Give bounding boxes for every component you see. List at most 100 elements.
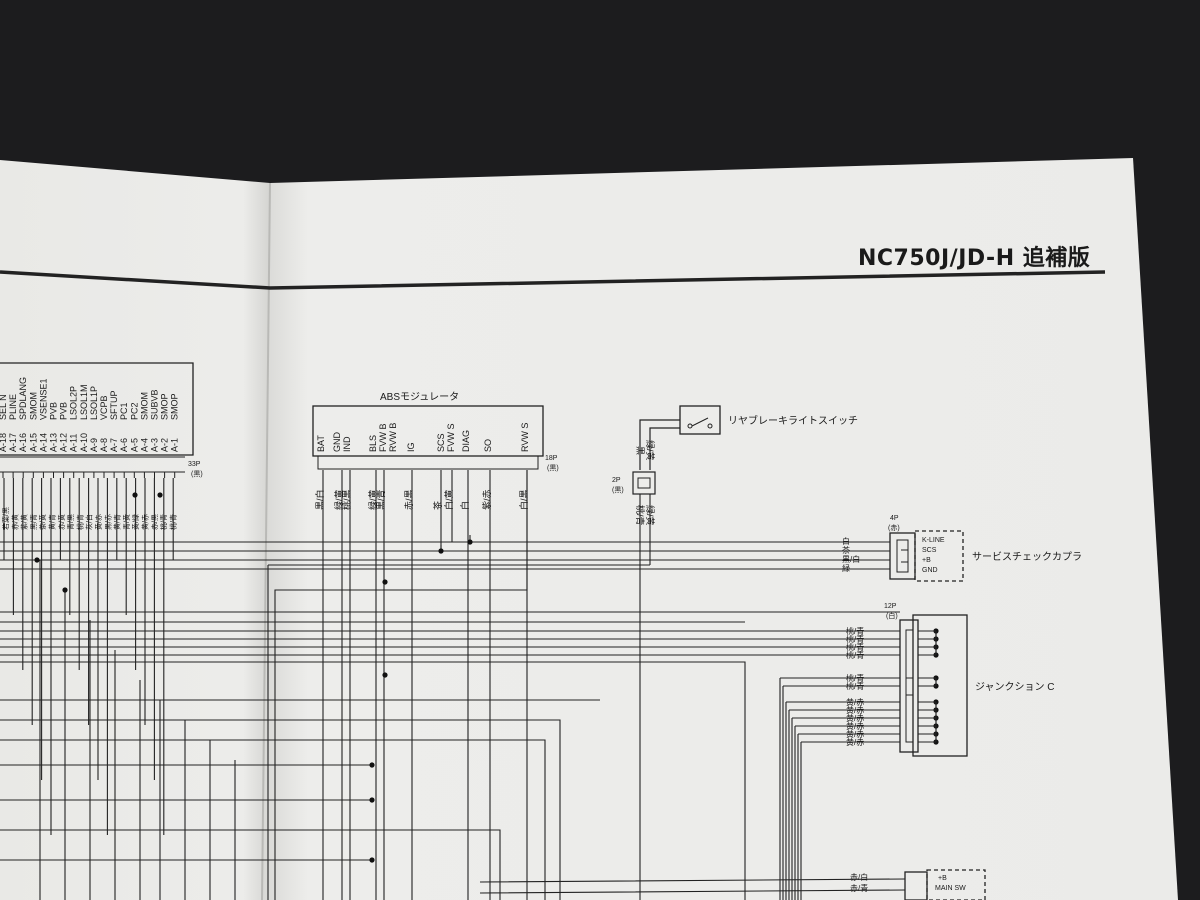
- ecu-wire-color-7: 赤/黄: [57, 514, 66, 530]
- abs-wire-color-8: 白/黄: [443, 489, 454, 510]
- right-page: [262, 158, 1178, 900]
- ecu-wire-color-3: 紫/黄: [20, 514, 29, 530]
- service-wire-color-1: 白: [842, 536, 850, 546]
- rear-switch-wire-2: 緑/黄: [645, 440, 656, 461]
- abs-wire-color-5: 黒/青: [375, 489, 386, 510]
- abs-pin-11: SO: [483, 439, 493, 452]
- ecu-pin-15: A-4: [139, 438, 149, 452]
- ecu-wire-color-9: 桃/青: [75, 514, 84, 530]
- abs-pin-9: FVW S: [446, 424, 456, 453]
- ecu-signal-1: SEL N: [0, 394, 8, 420]
- junction-connector: 12P: [884, 603, 897, 610]
- abs-pin-3: IND: [342, 436, 352, 452]
- ecu-wire-color-4: 黒/青: [29, 514, 38, 530]
- rear-switch-wire-1: 黒: [635, 446, 645, 455]
- ecu-pin-17: A-2: [160, 438, 170, 452]
- abs-title: ABSモジュレータ: [380, 391, 459, 403]
- main-sw-pin-1: +B: [938, 875, 947, 882]
- ecu-wire-color-1: 若葉/黒: [1, 507, 10, 530]
- service-wire-color-2: 茶: [842, 545, 850, 555]
- abs-wire-color-6: 赤/黒: [404, 489, 414, 510]
- service-connector-color: (赤): [888, 524, 900, 532]
- ecu-pin-18: A-1: [170, 438, 180, 452]
- junction-label: ジャンクション C: [975, 681, 1055, 693]
- ecu-pin-11: A-8: [99, 438, 109, 452]
- abs-wire-color-4: 緑/黄: [367, 489, 378, 510]
- ecu-pin-4: A-15: [28, 433, 38, 452]
- ecu-pin-10: A-9: [89, 438, 99, 452]
- ecu-pin-12: A-7: [109, 438, 119, 452]
- ecu-signal-14: PC2: [129, 402, 139, 420]
- rear-switch-connector-color: (黒): [612, 486, 624, 494]
- service-pin-3: +B: [922, 557, 931, 564]
- abs-pin-1: BAT: [316, 435, 326, 452]
- ecu-signal-6: PVB: [49, 402, 59, 420]
- ecu-wire-color-8: 青/黒: [66, 514, 75, 530]
- abs-connector-color: (黒): [547, 464, 559, 472]
- main-switch: +B MAIN SW 赤/白 赤/青: [479, 869, 986, 900]
- abs-wire-color-11: 白/黒: [518, 489, 529, 510]
- service-label: サービスチェックカプラ: [972, 551, 1082, 563]
- ecu-connector-label: 33P: [188, 461, 201, 468]
- main-sw-pin-2: MAIN SW: [935, 885, 966, 892]
- abs-pin-8: SCS: [436, 433, 446, 452]
- ecu-signal-12: SFTUP: [109, 390, 119, 420]
- abs-connector-label: 18P: [545, 455, 558, 462]
- ecu-signal-5: VSENSE1: [38, 378, 48, 420]
- service-wire-color-3: 黒/白: [842, 554, 860, 564]
- service-wire-color-4: 緑: [842, 563, 850, 573]
- ecu-pin-7: A-12: [59, 433, 69, 452]
- ecu-signal-13: PC1: [119, 402, 129, 420]
- ecu-signal-18: SMOP: [170, 393, 180, 420]
- service-check-coupler: 4P (赤) K-LINE SCS +B GND サービスチェックカプラ 白茶黒/白緑: [842, 515, 1082, 582]
- main-sw-wire-2: 赤/青: [850, 883, 868, 893]
- abs-pin-5: FVW B: [378, 424, 388, 453]
- junction-connector-color: (白): [886, 611, 898, 620]
- abs-pin-4: BLS: [368, 435, 378, 452]
- ecu-wire-color-12: 黒/赤: [104, 514, 112, 530]
- ecu-signal-17: SMOP: [160, 393, 170, 420]
- ecu-wire-color-10: 灰/白: [85, 514, 94, 530]
- ecu-pin-13: A-6: [119, 438, 129, 452]
- ecu-signal-9: LSOL1M: [79, 384, 89, 420]
- ecu-pin-14: A-5: [129, 438, 139, 452]
- ecu-signal-10: LSOL1P: [89, 386, 99, 420]
- ecu-signal-3: SPDLANG: [18, 377, 28, 420]
- ecu-pin-2: A-17: [8, 433, 18, 452]
- ecu-wire-color-2: 赤/黄: [10, 514, 19, 530]
- ecu-signal-7: PVB: [59, 402, 69, 420]
- abs-pin-10: DIAG: [461, 430, 471, 452]
- ecu-signal-2: PLINE: [8, 394, 18, 420]
- ecu-wire-color-6: 黄/青: [48, 514, 57, 530]
- abs-wire-color-10: 紫/赤: [482, 489, 492, 510]
- abs-wire-color-2: 緑/黄: [333, 489, 344, 510]
- wire-nodes: [34, 492, 473, 863]
- service-pin-1: K-LINE: [922, 537, 945, 544]
- service-pin-2: SCS: [922, 547, 937, 554]
- rear-switch-label: リヤブレーキライトスイッチ: [728, 414, 858, 427]
- header-rule: [0, 270, 1106, 290]
- ecu-signal-16: SUBVB: [150, 389, 160, 420]
- ecu-pin-3: A-16: [18, 433, 28, 452]
- abs-pin-6: RVW B: [388, 423, 398, 452]
- abs-pin-2: GND: [332, 432, 342, 453]
- ecu-pin-5: A-14: [38, 433, 48, 452]
- ecu-pin-1: A-18: [0, 433, 8, 452]
- ecu-pin-9: A-10: [79, 433, 89, 452]
- main-sw-wire-1: 赤/白: [850, 872, 868, 882]
- abs-wire-color-1: 黒/白: [314, 489, 325, 510]
- service-connector: 4P: [890, 515, 899, 522]
- ecu-signal-15: SMOM: [139, 392, 149, 420]
- ecu-wire-color-5: 茶/黄: [38, 514, 47, 530]
- ecu-signal-4: SMOM: [28, 392, 38, 420]
- ecu-pin-8: A-11: [69, 434, 79, 452]
- ecu-pin-16: A-3: [150, 438, 160, 452]
- wire-harness: [0, 470, 900, 900]
- ecu-pin-6: A-13: [49, 433, 59, 452]
- abs-wire-color-7: 茶: [432, 501, 443, 510]
- abs-wire-color-3: 桃/黒: [341, 489, 352, 510]
- service-pin-4: GND: [922, 567, 938, 574]
- abs-wire-color-9: 白: [459, 501, 470, 510]
